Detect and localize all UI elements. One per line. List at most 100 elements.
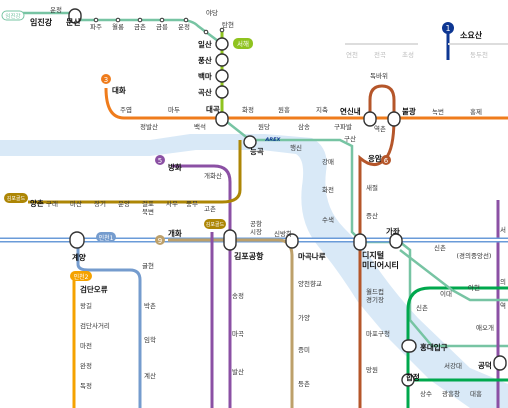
arex-mark: AREX (265, 137, 281, 143)
label-yangchon: 양촌 (30, 198, 44, 208)
station-baengma[interactable] (215, 69, 229, 83)
label-banghwa: 방화 (168, 162, 182, 172)
label-imjingang: 임진강 (30, 17, 53, 27)
label-jeungsan: 증산 (366, 211, 378, 220)
station-hapjeong[interactable] (401, 373, 415, 387)
dot-unjeong[interactable] (183, 17, 189, 23)
incheon2-badge (70, 271, 92, 281)
station-daegok[interactable] (215, 111, 229, 127)
station-goksan[interactable] (215, 85, 229, 99)
label-wollong: 월롱 (112, 22, 124, 31)
station-hongik[interactable] (401, 339, 417, 353)
label-dokjeong: 독정 (80, 381, 92, 390)
station-gajwa[interactable] (389, 233, 403, 249)
label-magongnaru: 마곡나루 (298, 251, 326, 261)
label-munsan: 문산 (66, 17, 81, 27)
imjingang-badge (1, 10, 25, 21)
label-pungsan: 풍산 (198, 55, 212, 65)
dot-wollong[interactable] (115, 17, 121, 23)
station-yeonsinnae[interactable] (363, 111, 377, 127)
label-mangwon: 망원 (366, 365, 378, 374)
line6-badge-text: 6 (384, 157, 389, 165)
label-neunggok: 능곡 (250, 146, 264, 156)
label-gangmae: 강매 (322, 157, 334, 166)
label-seogang: 서강대 (444, 361, 462, 370)
label-gaehwasan: 개화산 (204, 171, 222, 180)
label-sinchon-gy-1: 신촌 (434, 243, 446, 252)
label-sinchon2: 신촌 (416, 303, 428, 312)
label-majeon: 마전 (80, 341, 92, 350)
label-baekseok: 백석 (194, 122, 206, 131)
label-unjeong: 운정 (178, 22, 190, 31)
station-gyeyang[interactable] (69, 231, 85, 249)
line6-badge (381, 155, 391, 165)
line3-badge (101, 74, 111, 84)
label-masan: 마산 (70, 199, 82, 208)
label-gyeyang: 계양 (72, 252, 86, 262)
gyeongui-east (399, 249, 508, 302)
station-pungsan[interactable] (215, 53, 229, 67)
station-gongdeok[interactable] (493, 355, 507, 371)
dot-geumchon[interactable] (137, 17, 143, 23)
label-songjeong: 송정 (232, 291, 244, 300)
dot-geungneung[interactable] (159, 17, 165, 23)
label-yeonsinnae: 연신내 (340, 106, 361, 116)
label-gimpo-airport: 김포공항 (234, 251, 264, 261)
line1-badge-text: 1 (445, 24, 450, 33)
label-paju: 파주 (90, 22, 102, 31)
label-jichuk: 지축 (316, 105, 328, 114)
label-geumchon: 금촌 (134, 22, 146, 31)
label-hongje: 홍제 (470, 107, 482, 116)
label-hapjeong: 합정 (406, 372, 420, 382)
label-ilsan: 일산 (198, 39, 212, 49)
incheon1-badge-text: 인천1 (99, 234, 114, 242)
label-geolpo-2: 북변 (142, 208, 154, 216)
station-neunggok[interactable] (243, 135, 257, 149)
gimpo2-badge-text: 김포골드 (206, 221, 225, 228)
label-unjeong-top: 운정 (50, 5, 62, 14)
station-munsan[interactable] (68, 8, 82, 24)
label-gyulhyeon: 귤현 (142, 262, 154, 270)
label-hwajeong: 화정 (242, 105, 254, 114)
gimpo2-badge (204, 219, 226, 229)
station-dmc[interactable] (353, 233, 367, 251)
dot-yadang[interactable] (203, 29, 209, 35)
station-ilsan[interactable] (215, 37, 229, 51)
label-choseong: 초성 (402, 50, 414, 59)
label-yeokchon: 역촌 (374, 124, 386, 133)
label-sinchon-gy-2: (경의중앙선) (457, 251, 492, 260)
label-nokbeon: 녹번 (432, 107, 444, 116)
label-geolpo-1: 걸포 (142, 200, 154, 208)
label-dmc-1: 디지털 (362, 250, 384, 260)
line5-badge (155, 155, 165, 165)
label-saejeol: 새절 (366, 183, 378, 192)
transfer-stations (68, 8, 507, 387)
label-yangcheon: 양천향교 (298, 279, 322, 288)
line3-badge-text: 3 (104, 76, 108, 84)
line9-badge (155, 235, 165, 245)
faded-line-group (345, 32, 508, 60)
label-yeok: 역 (500, 301, 506, 310)
label-magok: 마곡 (232, 329, 244, 338)
line6 (358, 84, 396, 408)
label-hwajeon: 화전 (322, 185, 334, 194)
station-bulgwang[interactable] (387, 111, 401, 127)
label-daehwa: 대화 (112, 85, 126, 95)
label-susaek: 수색 (322, 215, 334, 224)
label-dokbawi: 독바위 (370, 71, 388, 80)
dot-tanhyeon[interactable] (219, 27, 225, 33)
station-gimpo-airport[interactable] (223, 229, 237, 251)
imjingang-badge-text: 임진강 (5, 12, 20, 20)
line3 (104, 87, 508, 120)
label-daeheung: 대흥 (470, 389, 482, 398)
dot-paju[interactable] (93, 17, 99, 23)
station-magongnaru[interactable] (285, 233, 299, 249)
label-gyesan: 계산 (144, 371, 156, 380)
line5-badge-text: 5 (158, 157, 162, 165)
label-gongdeok: 공덕 (478, 360, 492, 370)
label-gurae: 구래 (46, 199, 58, 208)
label-eungam: 응암 (368, 153, 382, 163)
